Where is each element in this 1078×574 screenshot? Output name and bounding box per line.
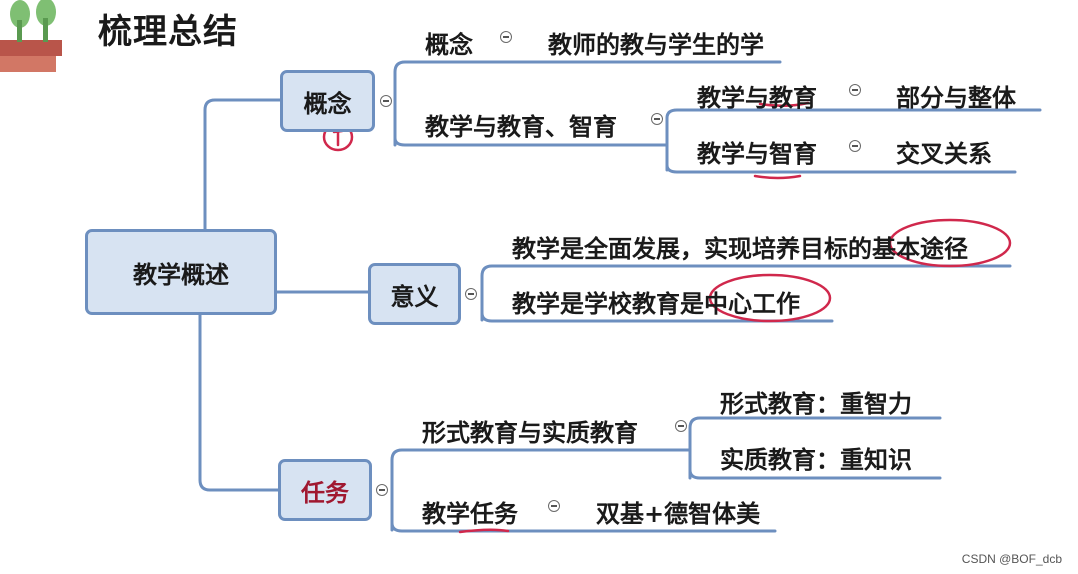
branch-node-significance[interactable]: 意义: [368, 263, 461, 325]
collapse-icon[interactable]: [465, 288, 477, 300]
significance-point-2: 教学是学校教育是中心工作: [512, 284, 800, 319]
root-label: 教学概述: [133, 255, 229, 290]
concept-relation-label: 教学与教育、智育: [425, 107, 617, 142]
branch-label-concept: 概念: [304, 84, 352, 119]
collapse-icon[interactable]: [500, 31, 512, 43]
collapse-icon[interactable]: [376, 484, 388, 496]
branch-label-significance: 意义: [391, 277, 439, 312]
concept-relation-1-label: 教学与教育: [697, 78, 817, 113]
watermark: CSDN @BOF_dcb: [962, 552, 1062, 566]
collapse-icon[interactable]: [548, 500, 560, 512]
branch-node-concept[interactable]: 概念: [280, 70, 375, 132]
tasks-formal-education: 形式教育：重智力: [720, 384, 912, 419]
collapse-icon[interactable]: [849, 140, 861, 152]
concept-relation-2-value: 交叉关系: [896, 134, 992, 169]
tasks-education-type-label: 形式教育与实质教育: [422, 413, 638, 448]
branch-node-tasks[interactable]: 任务: [278, 459, 372, 521]
tasks-task-label: 教学任务: [422, 494, 518, 529]
significance-point-1: 教学是全面发展，实现培养目标的基本途径: [512, 229, 968, 264]
concept-definition-label: 概念: [425, 25, 473, 60]
concept-definition-value: 教师的教与学生的学: [548, 25, 764, 60]
tasks-task-value: 双基+德智体美: [596, 494, 760, 529]
branch-label-tasks: 任务: [301, 473, 349, 508]
concept-relation-1-value: 部分与整体: [896, 78, 1016, 113]
tasks-substantive-education: 实质教育：重知识: [720, 440, 912, 475]
collapse-icon[interactable]: [849, 84, 861, 96]
collapse-icon[interactable]: [675, 420, 687, 432]
collapse-icon[interactable]: [380, 95, 392, 107]
collapse-icon[interactable]: [651, 113, 663, 125]
concept-relation-2-label: 教学与智育: [697, 134, 817, 169]
root-node[interactable]: 教学概述: [85, 229, 277, 315]
